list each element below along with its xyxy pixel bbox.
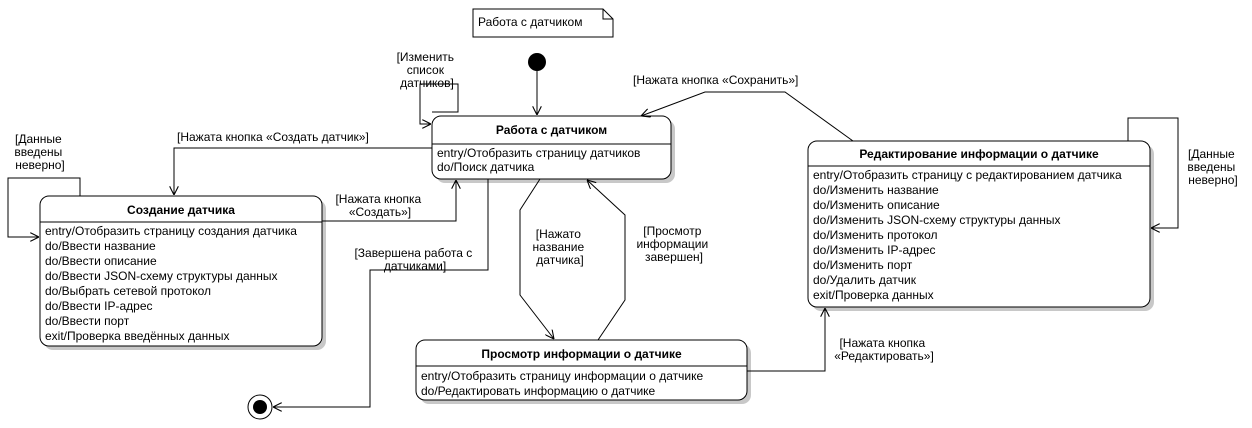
- label-create-button: [Нажата кнопка «Создать датчик»]: [177, 130, 369, 144]
- state-edit-action: do/Удалить датчик: [813, 273, 917, 287]
- state-view-title: Просмотр информации о датчике: [481, 347, 682, 361]
- state-edit-action: entry/Отобразить страницу с редактирован…: [813, 168, 1122, 182]
- edge-view-to-main: [587, 180, 626, 341]
- label-finish: [Завершена работа с датчиками]: [354, 246, 475, 273]
- diagram-note: Работа с датчиком: [472, 8, 614, 38]
- edge-create-self: [7, 177, 81, 237]
- state-edit-action: do/Изменить протокол: [813, 228, 938, 242]
- label-name-clicked: [Нажато название датчика]: [533, 227, 588, 267]
- state-edit-action: do/Изменить IP-адрес: [813, 243, 936, 257]
- label-save-button: [Нажата кнопка «Сохранить»]: [633, 73, 798, 87]
- edge-main-to-create: [174, 147, 432, 195]
- initial-state: [528, 53, 546, 71]
- label-create-submit: [Нажата кнопка «Создать»]: [335, 192, 424, 219]
- label-change-list: [Изменить список датчиков]: [397, 50, 458, 90]
- state-main[interactable]: Работа с датчиком entry/Отобразить стран…: [431, 115, 675, 183]
- label-invalid-edit: [Данные введены неверно]: [1187, 147, 1238, 187]
- state-create-title: Создание датчика: [127, 203, 235, 217]
- final-state: [247, 394, 273, 420]
- state-edit-action: exit/Проверка данных: [813, 288, 934, 302]
- edge-edit-to-main: [641, 91, 854, 142]
- label-view-done: [Просмотр информации завершен]: [636, 224, 711, 264]
- state-edit-action: do/Изменить порт: [813, 258, 913, 272]
- state-edit-action: do/Изменить описание: [813, 198, 940, 212]
- edge-main-self-arrow: [419, 112, 431, 124]
- state-create-action: do/Выбрать сетевой протокол: [45, 284, 211, 298]
- state-create-action: do/Ввести описание: [45, 254, 157, 268]
- state-create-action: entry/Отобразить страницу создания датчи…: [45, 224, 297, 238]
- edge-main-to-final: [273, 179, 489, 407]
- label-edit-button: [Нажата кнопка «Редактировать»]: [834, 336, 934, 363]
- state-view-action: do/Редактировать информацию о датчике: [421, 384, 656, 398]
- state-main-action: do/Поиск датчика: [437, 160, 535, 174]
- label-invalid-create: [Данные введены неверно]: [14, 132, 65, 172]
- state-edit-action: do/Изменить название: [813, 183, 939, 197]
- state-view[interactable]: Просмотр информации о датчике entry/Отоб…: [415, 339, 751, 404]
- state-main-title: Работа с датчиком: [496, 123, 607, 137]
- state-create-action: do/Ввести порт: [45, 314, 130, 328]
- edge-edit-self: [1127, 117, 1179, 228]
- edge-view-to-edit: [747, 308, 825, 372]
- state-edit-action: do/Изменить JSON-схему структуры данных: [813, 213, 1061, 227]
- state-create[interactable]: Создание датчика entry/Отобразить страни…: [39, 195, 326, 350]
- edge-main-self: [419, 83, 459, 113]
- state-create-action: exit/Проверка введённых данных: [45, 329, 230, 343]
- edge-main-to-view: [519, 178, 554, 339]
- note-text: Работа с датчиком: [478, 15, 582, 29]
- state-edit-title: Редактирование информации о датчике: [859, 147, 1099, 161]
- state-view-action: entry/Отобразить страницу информации о д…: [421, 369, 703, 383]
- state-create-action: do/Ввести название: [45, 239, 156, 253]
- state-create-action: do/Ввести JSON-схему структуры данных: [45, 269, 278, 283]
- state-edit[interactable]: Редактирование информации о датчике entr…: [807, 140, 1154, 311]
- edge-create-to-main: [322, 180, 456, 222]
- state-create-action: do/Ввести IP-адрес: [45, 299, 153, 313]
- state-main-action: entry/Отобразить страницу датчиков: [437, 146, 640, 160]
